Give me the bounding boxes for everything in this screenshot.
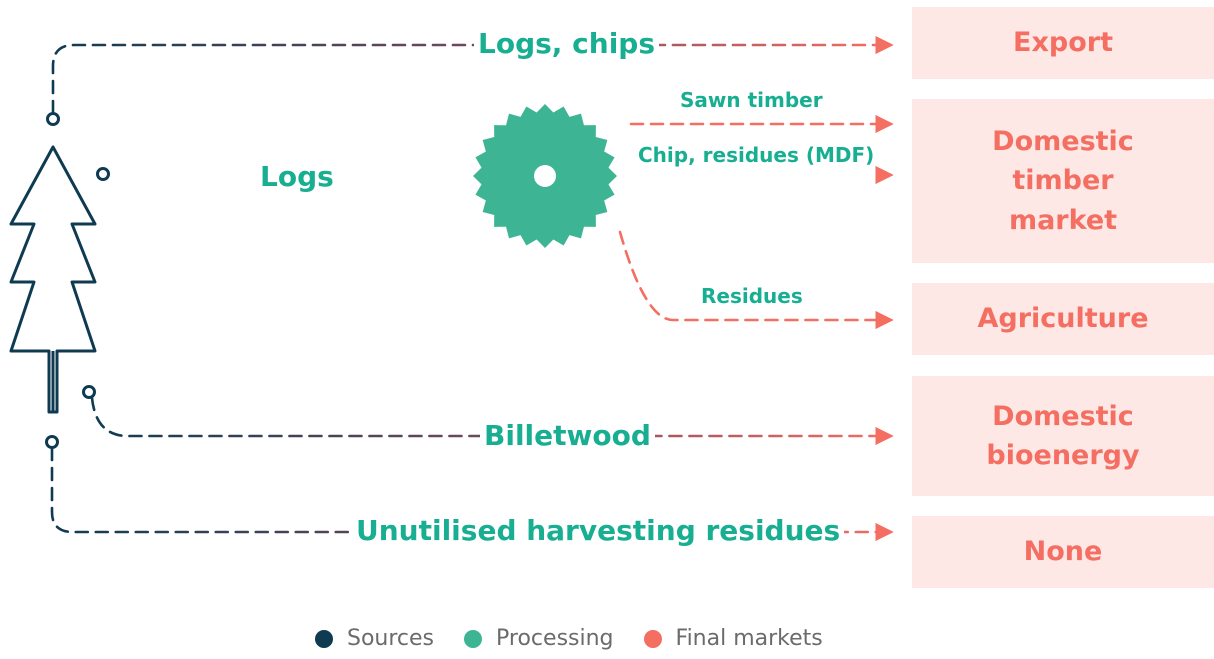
legend-item-processing: Processing xyxy=(464,626,614,651)
legend-label-processing: Processing xyxy=(496,626,614,651)
market-none-label: None xyxy=(1023,536,1103,568)
legend-dot-sources xyxy=(315,630,333,648)
market-domestic-timber: Domestic timber market xyxy=(912,99,1214,263)
market-export-label: Export xyxy=(1013,27,1113,59)
flow-label-logs: Logs xyxy=(256,163,338,191)
flow-label-residues: Residues xyxy=(701,284,803,308)
tree-icon xyxy=(9,145,97,414)
legend-dot-processing xyxy=(464,630,483,648)
legend-item-sources: Sources xyxy=(315,628,434,650)
flow-label-sawn-timber: Sawn timber xyxy=(680,88,823,112)
legend-dot-final-markets xyxy=(643,630,662,648)
legend-label-final-markets: Final markets xyxy=(675,626,823,651)
market-domestic-timber-label: Domestic timber market xyxy=(992,126,1134,236)
flow-label-unutilised-residues: Unutilised harvesting residues xyxy=(352,517,845,545)
flow-label-chip-residues: Chip, residues (MDF) xyxy=(638,143,875,167)
legend-label-sources: Sources xyxy=(347,626,435,651)
flow-label-billetwood: Billetwood xyxy=(480,422,655,450)
market-agriculture-label: Agriculture xyxy=(977,303,1149,335)
flow-lines xyxy=(50,35,894,542)
market-domestic-bioenergy-label: Domestic bioenergy xyxy=(986,400,1140,471)
flow-label-logs-chips: Logs, chips xyxy=(474,30,660,58)
market-none: None xyxy=(912,516,1214,588)
market-agriculture: Agriculture xyxy=(912,283,1214,355)
legend-item-final-markets: Final markets xyxy=(643,626,823,651)
market-domestic-bioenergy: Domestic bioenergy xyxy=(912,376,1214,496)
market-export: Export xyxy=(912,7,1214,79)
saw-blade-icon xyxy=(473,104,617,248)
legend: Sources Processing Final markets xyxy=(315,628,823,650)
